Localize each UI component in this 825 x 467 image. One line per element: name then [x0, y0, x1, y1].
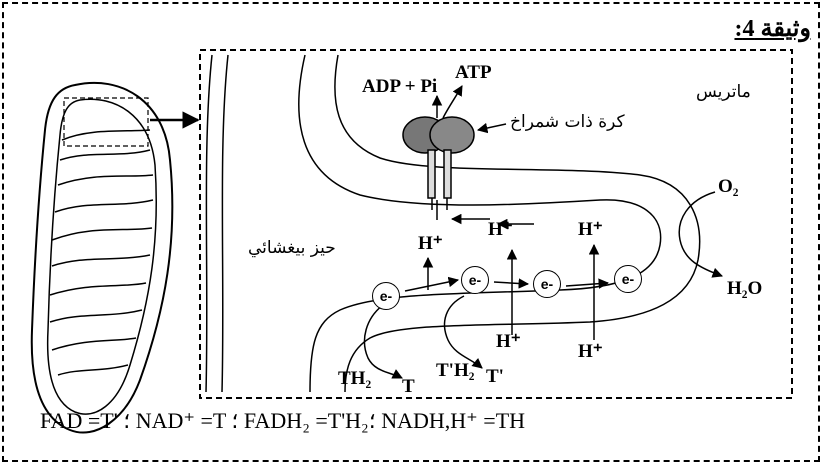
tprime-h2-label: T'H₂	[436, 360, 475, 381]
inner-membrane	[298, 54, 701, 393]
mitochondrion-illustration	[30, 81, 200, 434]
matrix-label: ماتريس	[696, 82, 751, 102]
oxygen-label: O₂	[718, 176, 739, 197]
electron-carrier-4: e-	[614, 265, 642, 293]
electron-carrier-3: e-	[533, 270, 561, 298]
abbreviation-legend: FAD =T' ؛ NAD⁺ =T ؛ FADH₂ =T'H₂؛ NADH,H⁺…	[40, 408, 526, 433]
atp-label: ATP	[455, 62, 492, 83]
proton-label-space: H⁺	[418, 233, 443, 254]
zoom-box	[199, 49, 793, 399]
electron-carrier-1: e-	[372, 282, 400, 310]
outer-membrane	[205, 54, 229, 393]
proton-label-lower-1: H⁺	[496, 331, 521, 352]
tprime-label: T'	[486, 366, 504, 387]
document-frame	[2, 2, 820, 462]
atp-synthesis-arrows	[431, 85, 534, 230]
proton-label-matrix-1: H⁺	[488, 219, 513, 240]
atp-synthase	[402, 116, 475, 210]
document-title: وثيقة 4:	[734, 16, 811, 42]
electron-transport-arrows	[404, 276, 610, 292]
water-label: H₂O	[727, 278, 763, 299]
proton-label-matrix-2: H⁺	[578, 219, 603, 240]
proton-arrows	[422, 243, 600, 340]
intermembrane-space-label: حيز بيغشائي	[248, 238, 336, 258]
electron-carrier-2: e-	[461, 266, 489, 294]
coenzyme-oxidation-arrows	[363, 295, 483, 379]
synthase-label: كرة ذات شمراخ	[510, 112, 625, 132]
adp-pi-label: ADP + Pi	[362, 76, 438, 97]
oxygen-reduction-arrow	[678, 191, 723, 278]
proton-label-lower-2: H⁺	[578, 341, 603, 362]
t-label: T	[402, 376, 415, 397]
th2-label: TH₂	[338, 368, 372, 389]
